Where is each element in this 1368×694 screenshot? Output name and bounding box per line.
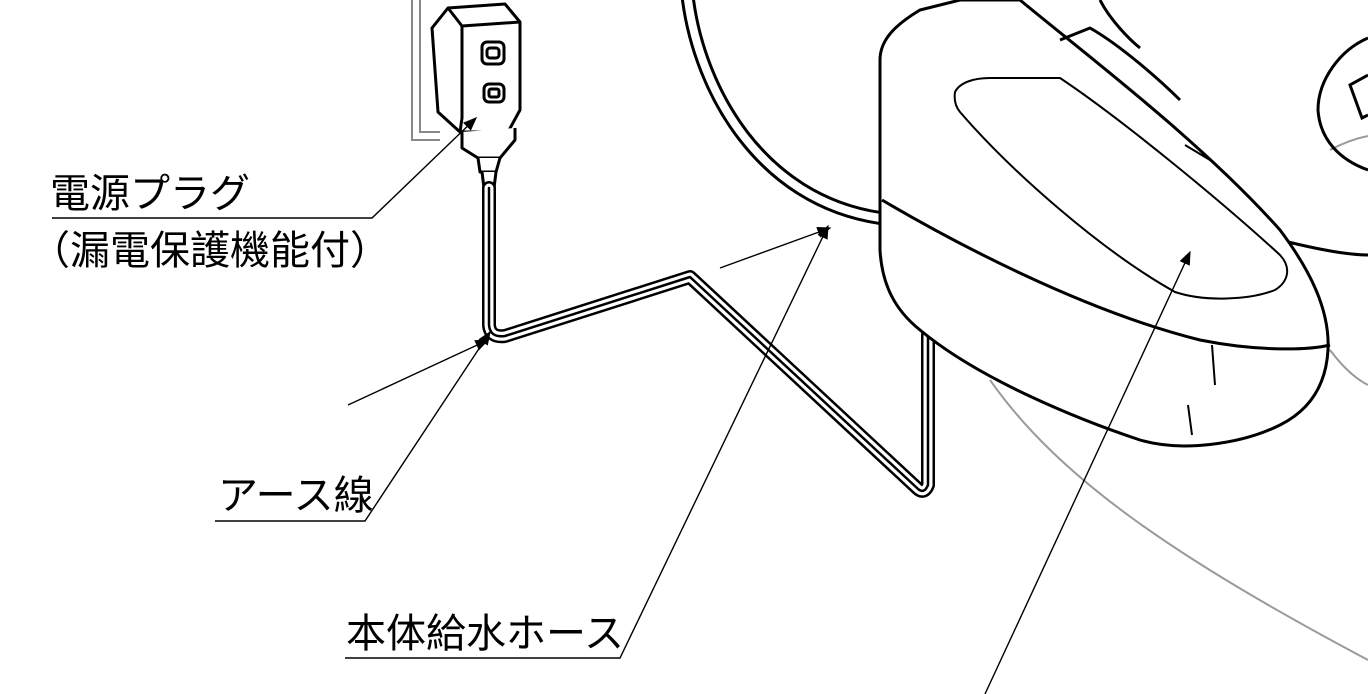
supply-hose	[681, 0, 887, 225]
leader-lines	[52, 117, 1191, 694]
callout-earth-wire: アース線	[218, 473, 374, 519]
wall-outlet	[411, 0, 440, 141]
washlet-unit	[878, 0, 1331, 448]
callout-power-plug-note: （漏電保護機能付）	[30, 228, 390, 274]
pointer-lines	[347, 227, 832, 406]
callout-supply-hose: 本体給水ホース	[346, 611, 624, 657]
power-cord	[482, 181, 935, 498]
power-plug	[430, 2, 522, 190]
callout-power-plug: 電源プラグ	[50, 171, 250, 217]
